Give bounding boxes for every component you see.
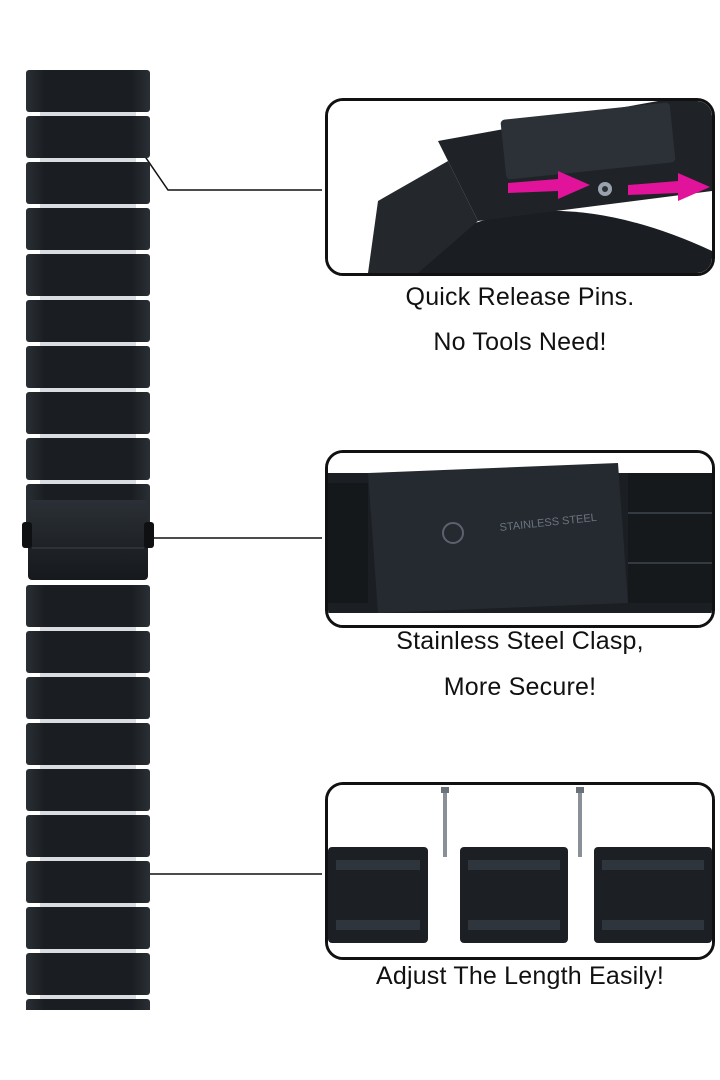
strap-link-highlight	[40, 112, 136, 116]
strap-link-highlight	[40, 434, 136, 438]
caption-pins-line2: No Tools Need!	[433, 328, 607, 356]
strap-link-highlight	[40, 765, 136, 769]
strap-link	[26, 70, 150, 112]
strap-link	[26, 346, 150, 388]
stainless-steel-clasp-panel: STAINLESS STEEL	[325, 450, 715, 628]
strap-link-highlight	[40, 250, 136, 254]
caption-links: Adjust The Length Easily!	[375, 962, 665, 990]
strap-link	[26, 723, 150, 765]
strap-link-highlight	[40, 995, 136, 999]
strap-link-highlight	[40, 719, 136, 723]
strap-link-highlight	[40, 949, 136, 953]
strap-link	[26, 116, 150, 158]
strap-link-highlight	[40, 857, 136, 861]
strap-link	[26, 208, 150, 250]
strap-link	[26, 300, 150, 342]
strap-link	[26, 585, 150, 627]
strap-link-highlight	[40, 342, 136, 346]
strap-link-highlight	[40, 811, 136, 815]
strap-link-highlight	[40, 903, 136, 907]
strap-link	[26, 907, 150, 949]
strap-link-highlight	[40, 388, 136, 392]
caption-clasp-line2: More Secure!	[443, 673, 597, 701]
clasp	[22, 500, 154, 580]
strap-link	[26, 631, 150, 673]
strap-link-highlight	[40, 204, 136, 208]
strap-link	[26, 162, 150, 204]
strap-link-highlight	[40, 158, 136, 162]
strap-link	[26, 953, 150, 995]
strap-link	[26, 677, 150, 719]
strap-link	[26, 861, 150, 903]
removable-links-photo	[328, 785, 712, 957]
strap-link-highlight	[40, 296, 136, 300]
watch-strap-illustration	[22, 70, 154, 1010]
caption-clasp-line1: Stainless Steel Clasp,	[396, 627, 644, 655]
quick-release-pins-photo	[328, 101, 712, 273]
strap-link-highlight	[40, 627, 136, 631]
strap-link	[26, 815, 150, 857]
caption-pins-line1: Quick Release Pins.	[405, 283, 635, 311]
strap-link	[26, 254, 150, 296]
clasp-photo: STAINLESS STEEL	[328, 453, 712, 625]
quick-release-pins-panel	[325, 98, 715, 276]
lower-strap-links	[26, 585, 150, 1010]
strap-link	[26, 438, 150, 480]
upper-strap-links	[26, 70, 150, 530]
strap-link	[26, 999, 150, 1010]
strap-link-highlight	[40, 673, 136, 677]
strap-link-highlight	[40, 480, 136, 484]
strap-link	[26, 769, 150, 811]
adjust-length-panel	[325, 782, 715, 960]
strap-link	[26, 392, 150, 434]
